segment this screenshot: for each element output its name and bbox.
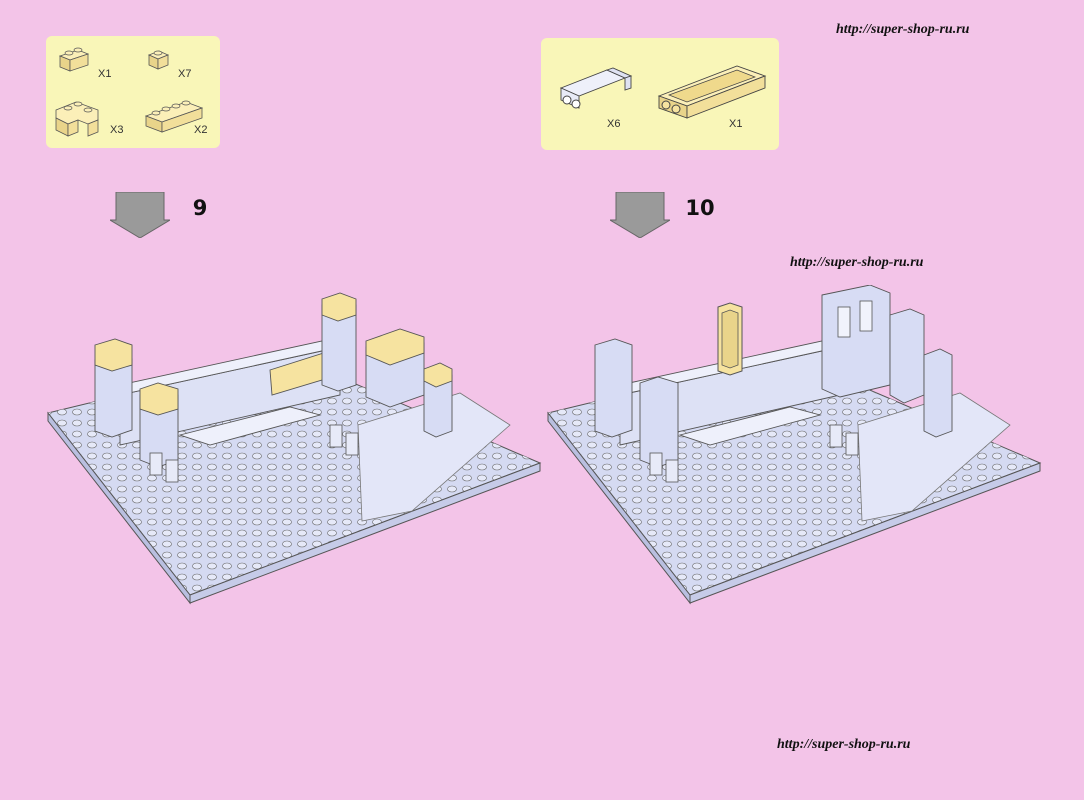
corner-brick-icon (55, 101, 99, 137)
part-qty: X7 (178, 68, 192, 80)
watermark-url-bottom: http://super-shop-ru.ru (777, 737, 911, 752)
step10-arrow: 10 (608, 191, 715, 243)
part-qty: X1 (729, 118, 743, 130)
brick-1x4-icon (144, 100, 204, 133)
door-frame-icon (657, 65, 767, 119)
step-number: 9 (192, 196, 208, 220)
watermark-url-middle: http://super-shop-ru.ru (790, 255, 924, 270)
window-frame-icon (559, 67, 633, 109)
step9-arrow: 9 (108, 191, 207, 243)
brick-1x1-icon (147, 50, 170, 70)
part-qty: X1 (98, 68, 112, 80)
part-qty: X2 (194, 124, 208, 136)
step10-parts-box: X6 X1 (541, 38, 779, 150)
step-number: 10 (685, 196, 715, 220)
step9-model-illustration (47, 292, 542, 605)
part-qty: X3 (110, 124, 124, 136)
part-qty: X6 (607, 118, 621, 130)
brick-1x2-icon (58, 47, 90, 72)
watermark-url-top: http://super-shop-ru.ru (836, 22, 970, 37)
step9-parts-box: X1 X7 X3 X2 (46, 36, 220, 148)
step10-model-illustration (547, 285, 1042, 605)
